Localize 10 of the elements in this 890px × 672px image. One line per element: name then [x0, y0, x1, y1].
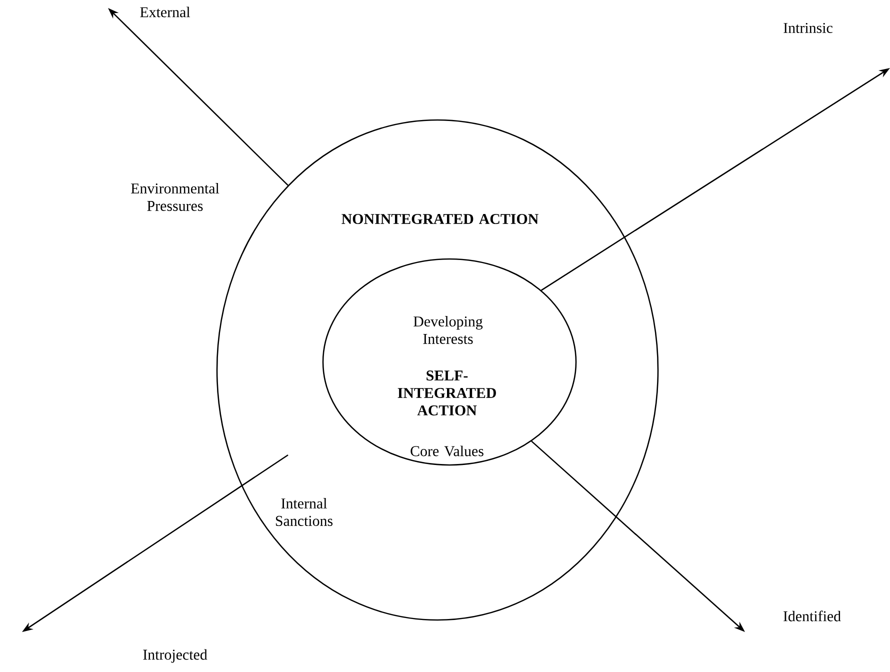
node-label: NONINTEGRATED ACTION: [342, 214, 538, 224]
node-label: Internal Sanctions: [276, 498, 333, 526]
node-label: Developing Interests: [414, 316, 483, 344]
label: Introjected: [143, 649, 208, 663]
label: Identified: [784, 610, 841, 622]
label: Intrinsic: [784, 22, 832, 33]
node-label: Core Values: [410, 446, 484, 456]
node-label: SELF-INTEGRATED ACTION: [398, 370, 496, 416]
label: External: [140, 6, 190, 18]
label: Environmental Pressures: [131, 183, 220, 211]
